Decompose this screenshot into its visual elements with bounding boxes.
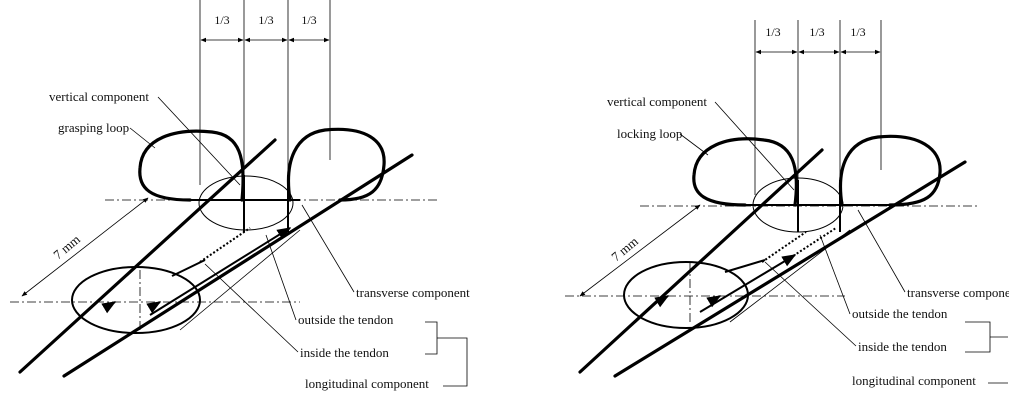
distance-arrow (21, 197, 149, 297)
lower-oblique-guide (179, 229, 301, 331)
inside-tendon-label: inside the tendon (300, 345, 389, 360)
outside-tendon-label: outside the tendon (852, 306, 948, 321)
transverse-component-label: transverse component (356, 285, 470, 300)
transverse-leader (857, 209, 906, 293)
transverse-leader (301, 204, 355, 293)
tendon-strand-right (613, 160, 967, 378)
tendon-strand-right (62, 153, 414, 378)
vertical-component-label: vertical component (49, 89, 149, 104)
lower-knot-arrow-1 (654, 295, 670, 308)
third-label-3: 1/3 (301, 13, 316, 27)
loop-label: grasping loop (58, 120, 129, 135)
third-label-3: 1/3 (850, 25, 865, 39)
loop-leader (129, 127, 156, 149)
grasping-loop-left (138, 129, 245, 202)
longitudinal-outer-start (171, 259, 206, 277)
loop-label: locking loop (617, 126, 682, 141)
vertical-component-label: vertical component (607, 94, 707, 109)
bracket-small (425, 321, 438, 355)
locking-loop-left (692, 137, 798, 207)
locking-loop-right (838, 134, 942, 207)
third-label-1: 1/3 (214, 13, 229, 27)
distance-arrow (579, 204, 701, 297)
distance-label: 7 mm (608, 234, 641, 265)
inside-leader (204, 263, 299, 353)
bracket-large (437, 337, 468, 387)
inside-leader (764, 261, 857, 347)
loop-leader (679, 133, 709, 156)
lower-knot-arrow-2 (706, 295, 722, 308)
inside-tendon-label: inside the tendon (858, 339, 947, 354)
longitudinal-outer-start (724, 259, 766, 273)
grasping-loop-right (286, 127, 386, 202)
panel-locking-loop: 1/3 1/3 1/3 7 mm vertical component lock… (565, 20, 1009, 388)
third-label-2: 1/3 (809, 25, 824, 39)
longitudinal-component-label: longitudinal component (852, 373, 976, 388)
vertical-component-leader (714, 101, 795, 191)
third-label-1: 1/3 (765, 25, 780, 39)
outside-leader (819, 234, 851, 315)
longitudinal-component-label: longitudinal component (305, 376, 429, 391)
outside-leader (265, 234, 297, 321)
transverse-component-label: transverse componen (907, 285, 1009, 300)
longitudinal-dotted-outer (761, 231, 807, 263)
lower-knot-arrow-2 (146, 301, 162, 314)
thirds-dimension: 1/3 1/3 1/3 (754, 20, 882, 230)
bracket-small (965, 321, 991, 353)
lower-knot-arrow-1 (101, 301, 117, 314)
vertical-component-leader (157, 96, 241, 186)
third-label-2: 1/3 (258, 13, 273, 27)
longitudinal-inner (149, 227, 292, 316)
tendon-strand-left (578, 148, 824, 374)
panel-grasping-loop: 1/3 1/3 1/3 7 mm vertical (10, 0, 470, 391)
longitudinal-dotted-inner (789, 227, 837, 259)
outside-tendon-label: outside the tendon (298, 312, 394, 327)
distance-label: 7 mm (50, 232, 83, 263)
tendon-cross-section-upper (198, 175, 294, 231)
thirds-dimension: 1/3 1/3 1/3 (199, 0, 331, 230)
